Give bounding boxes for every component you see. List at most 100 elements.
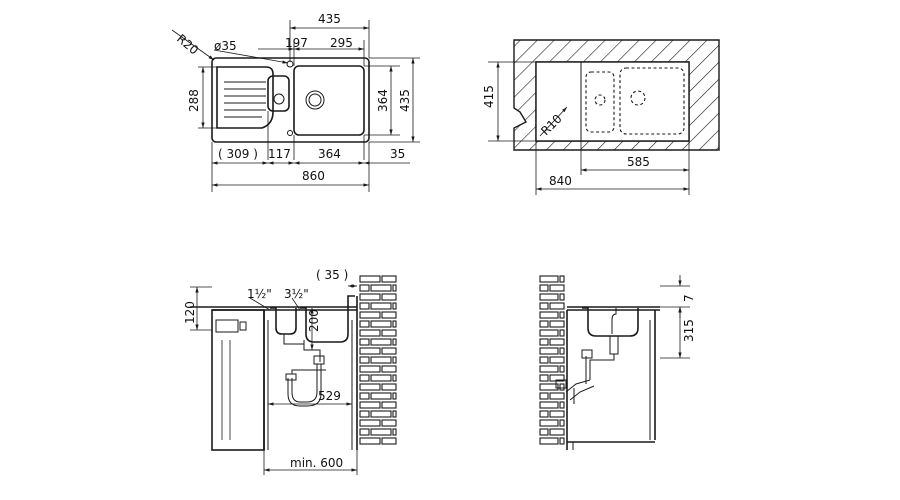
brick bbox=[559, 293, 565, 301]
brick bbox=[539, 419, 559, 427]
brick bbox=[359, 401, 381, 409]
small-drain bbox=[273, 93, 285, 105]
brick bbox=[539, 302, 549, 310]
brick bbox=[359, 365, 381, 373]
dim-309: ( 309 ) bbox=[218, 147, 258, 161]
dim-840: 840 bbox=[549, 174, 572, 188]
brick bbox=[539, 311, 559, 319]
brick bbox=[559, 275, 565, 283]
sink-outline bbox=[211, 57, 370, 143]
brick bbox=[559, 383, 565, 391]
dim-120: 120 bbox=[183, 301, 197, 324]
front-section-view: 120 1½" 3½" ( 35 ) 200 529 min. 600 bbox=[183, 268, 397, 475]
waste-pipes-side bbox=[555, 349, 615, 404]
main-bowl-section bbox=[300, 295, 355, 343]
brick bbox=[392, 356, 397, 364]
brick bbox=[381, 419, 397, 427]
brick bbox=[539, 437, 559, 445]
brick bbox=[539, 284, 549, 292]
brick bbox=[359, 338, 370, 346]
brick bbox=[539, 374, 549, 382]
small-bowl-outline bbox=[585, 71, 615, 133]
brick bbox=[359, 320, 370, 328]
brick bbox=[370, 392, 392, 400]
drainer-grooves bbox=[224, 81, 266, 118]
brick bbox=[381, 347, 397, 355]
dim-35-front: ( 35 ) bbox=[316, 268, 348, 282]
brick bbox=[359, 275, 381, 283]
brick bbox=[359, 410, 370, 418]
overflow-hole bbox=[287, 130, 293, 136]
brick bbox=[370, 356, 392, 364]
dim-295: 295 bbox=[330, 36, 353, 50]
brick bbox=[359, 419, 381, 427]
brick bbox=[549, 320, 565, 328]
brick bbox=[381, 401, 397, 409]
brick bbox=[539, 338, 549, 346]
drainer-board bbox=[216, 66, 274, 129]
brick bbox=[549, 338, 565, 346]
brick bbox=[539, 329, 559, 337]
brick bbox=[392, 320, 397, 328]
brick bbox=[539, 365, 559, 373]
dim-435-top: 435 bbox=[318, 12, 341, 26]
brick bbox=[559, 401, 565, 409]
brick bbox=[359, 437, 381, 445]
main-drain bbox=[305, 90, 325, 110]
brick bbox=[359, 329, 381, 337]
brick bbox=[549, 302, 565, 310]
brick bbox=[539, 356, 549, 364]
bowl-side-section bbox=[582, 307, 639, 337]
brick bbox=[539, 347, 559, 355]
small-bowl-section bbox=[270, 307, 297, 335]
dim-7: 7 bbox=[682, 294, 696, 302]
dim-min-600: min. 600 bbox=[290, 456, 343, 470]
brick bbox=[370, 410, 392, 418]
brick bbox=[539, 320, 549, 328]
brick bbox=[359, 392, 370, 400]
brick bbox=[559, 311, 565, 319]
dim-dia35: ø35 bbox=[214, 39, 237, 53]
brick-wall-side bbox=[539, 275, 565, 445]
brick bbox=[549, 356, 565, 364]
brick bbox=[559, 419, 565, 427]
brick bbox=[539, 392, 549, 400]
small-bowl bbox=[267, 75, 290, 112]
dim-288: 288 bbox=[187, 89, 201, 112]
dim-35: 35 bbox=[390, 147, 405, 161]
tap-side bbox=[611, 308, 617, 334]
brick bbox=[392, 302, 397, 310]
brick bbox=[549, 392, 565, 400]
dim-529: 529 bbox=[318, 389, 341, 403]
brick bbox=[381, 311, 397, 319]
brick bbox=[381, 329, 397, 337]
brick bbox=[359, 383, 381, 391]
brick bbox=[539, 275, 559, 283]
brick bbox=[539, 410, 549, 418]
brick bbox=[539, 401, 559, 409]
dim-pipe-3-5: 3½" bbox=[284, 287, 309, 301]
main-bowl bbox=[293, 65, 365, 136]
dim-415: 415 bbox=[482, 85, 496, 108]
brick bbox=[359, 293, 381, 301]
brick bbox=[381, 275, 397, 283]
top-view: 435 197 295 R20 ø35 288 364 435 ( 309 ) … bbox=[171, 12, 420, 192]
cutout-view: 415 R10 585 840 bbox=[482, 39, 720, 195]
brick-wall-front bbox=[359, 275, 397, 445]
brick bbox=[392, 374, 397, 382]
dim-364-h: 364 bbox=[318, 147, 341, 161]
brick bbox=[370, 338, 392, 346]
brick bbox=[559, 437, 565, 445]
main-bowl-outline bbox=[619, 67, 685, 135]
dim-r20: R20 bbox=[174, 32, 201, 58]
brick bbox=[370, 374, 392, 382]
cutout-opening bbox=[535, 61, 690, 142]
brick bbox=[381, 437, 397, 445]
brick bbox=[392, 410, 397, 418]
brick bbox=[359, 356, 370, 364]
brick bbox=[359, 428, 370, 436]
brick bbox=[370, 428, 392, 436]
brick bbox=[370, 320, 392, 328]
dim-200: 200 bbox=[307, 309, 321, 332]
